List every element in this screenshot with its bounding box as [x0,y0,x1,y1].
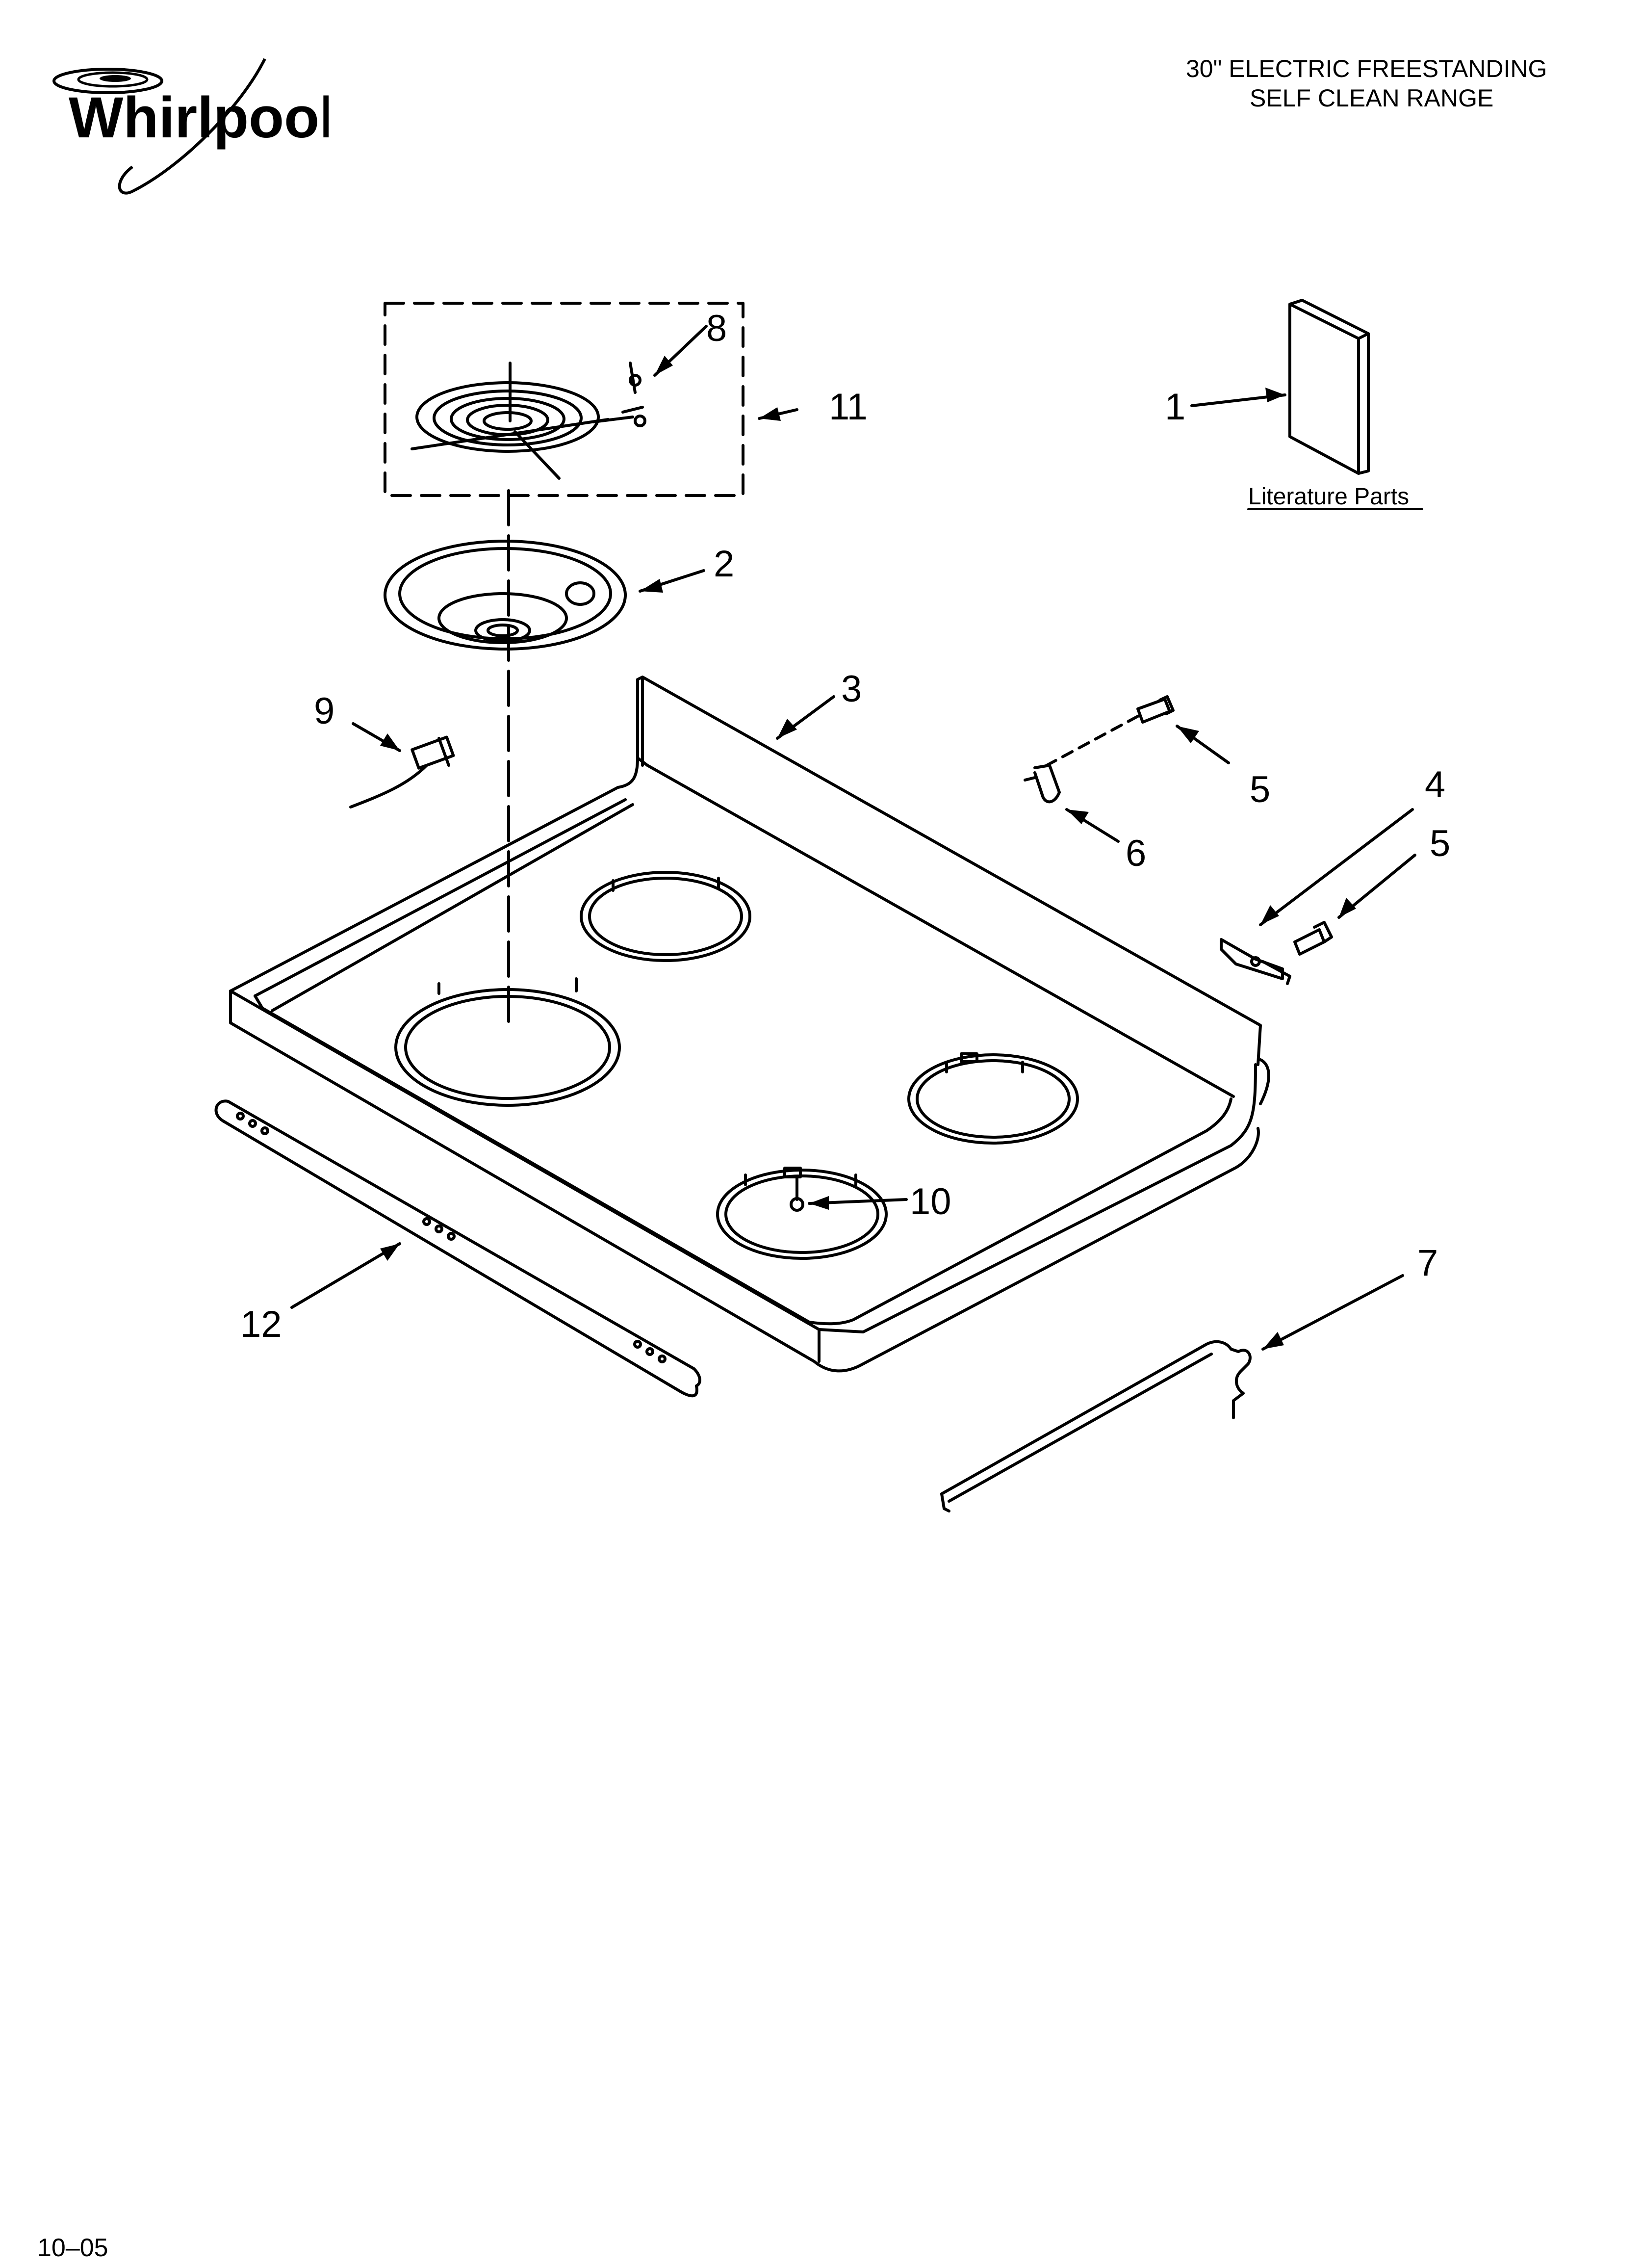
callout-10: 10 [910,1181,951,1223]
callout-7: 7 [1417,1242,1438,1284]
diagram-title-line2: SELF CLEAN RANGE [1250,84,1494,112]
cooktop [229,676,1270,1373]
callout-8: 8 [706,308,727,349]
leader-arrowheads [380,356,1356,1349]
surface-element-kit-box [384,302,744,497]
leader-7 [1261,1274,1404,1351]
date-code: 10–05 [37,2234,108,2262]
coil-surface-element [410,362,646,480]
callout-6: 6 [1126,833,1146,874]
callout-11: 11 [829,386,868,428]
callout-2: 2 [714,543,734,585]
leader-12 [290,1242,401,1309]
diagram-title-line1: 30" ELECTRIC FREESTANDING [1186,55,1547,82]
literature-booklet [1288,299,1370,475]
wire-connector [349,735,455,808]
callout-9: 9 [314,690,334,732]
leader-4 [1259,808,1414,926]
drip-bowl [384,540,627,651]
anti-tip-clip [1024,764,1061,804]
callout-4: 4 [1425,764,1445,806]
rear-rod [940,1340,1252,1512]
screw-upper [1041,695,1175,769]
mounting-bracket [1220,938,1291,985]
screw-lower [1293,921,1333,956]
literature-parts-label: Literature Parts [1248,484,1409,510]
callout-5-upper: 5 [1250,769,1270,810]
svg-text:Whirlpool: Whirlpool [69,85,329,150]
callout-12: 12 [240,1303,282,1345]
whirlpool-logo: Whirlpool [52,58,329,195]
callout-3: 3 [841,668,862,710]
callout-1: 1 [1165,386,1185,428]
front-trim-strip [214,1099,701,1398]
callout-5-lower: 5 [1430,823,1450,864]
